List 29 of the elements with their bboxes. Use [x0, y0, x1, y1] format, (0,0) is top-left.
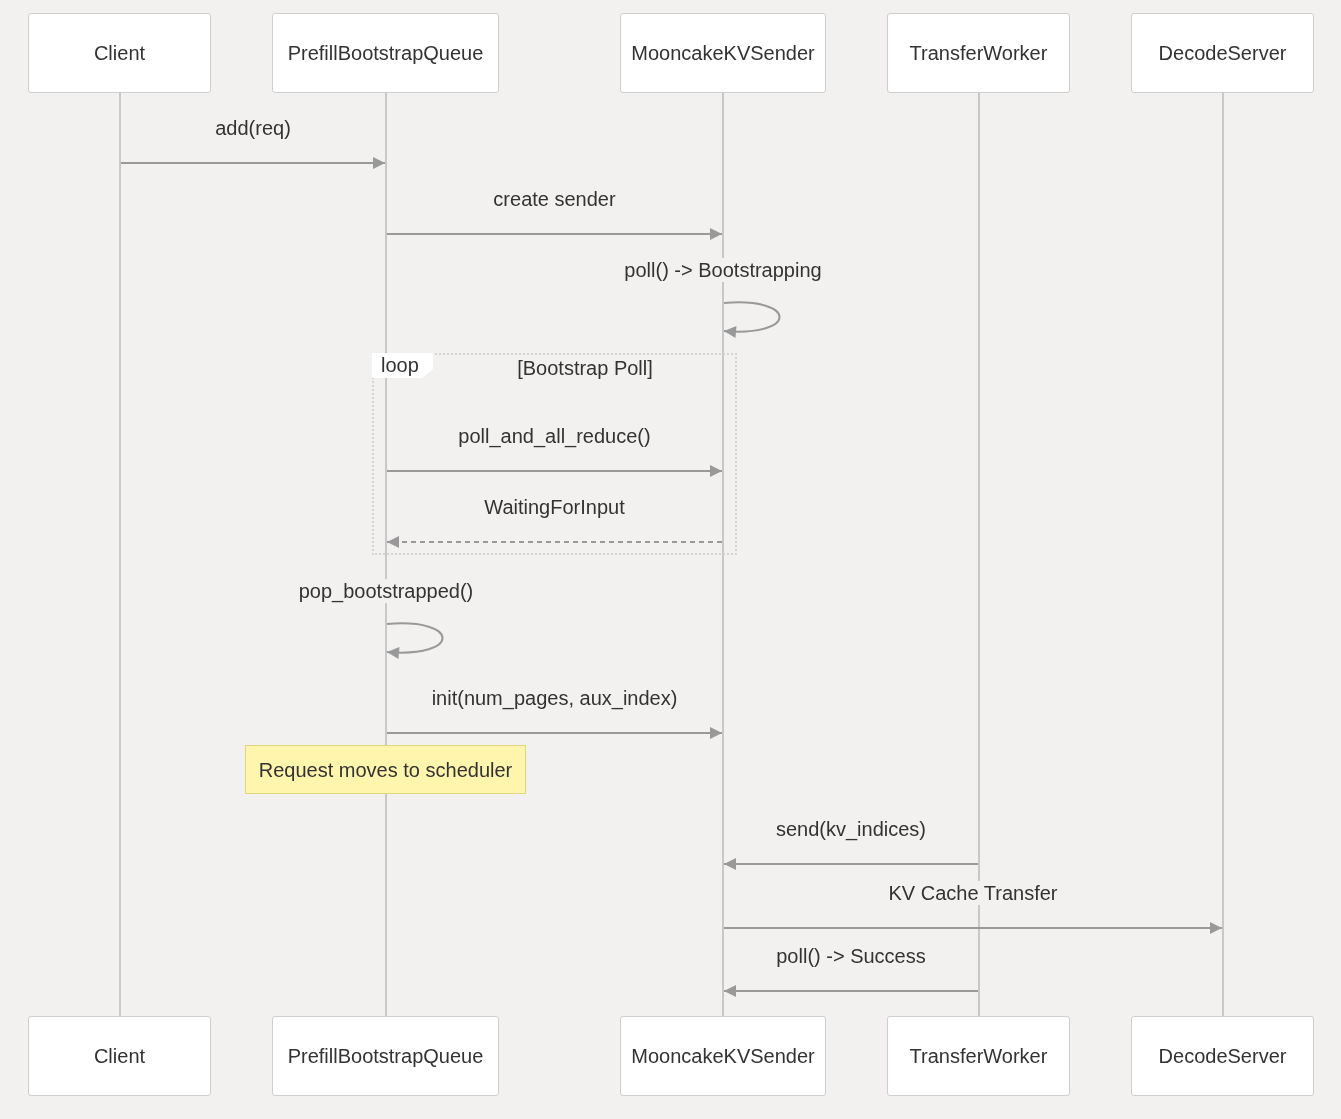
participant-box: DecodeServer — [1131, 1016, 1314, 1096]
participant-box: MooncakeKVSender — [620, 13, 826, 93]
message-arrow — [386, 727, 723, 739]
message-arrow — [723, 985, 979, 997]
self-message-arrow — [723, 301, 781, 338]
message-arrow — [386, 465, 723, 477]
participant-box: Client — [28, 1016, 211, 1096]
lifeline — [119, 93, 121, 1016]
lifeline — [385, 794, 387, 1016]
message-arrow — [723, 858, 979, 870]
message-arrow — [120, 157, 386, 169]
lifeline — [385, 93, 387, 745]
message-arrow — [386, 228, 723, 240]
note: Request moves to scheduler — [245, 745, 526, 794]
participant-box: TransferWorker — [887, 13, 1070, 93]
participant-box: PrefillBootstrapQueue — [272, 1016, 499, 1096]
participant-box: PrefillBootstrapQueue — [272, 13, 499, 93]
lifeline — [1222, 93, 1224, 1016]
self-message-arrow — [386, 622, 444, 659]
loop-label: loop — [372, 353, 433, 378]
participant-box: DecodeServer — [1131, 13, 1314, 93]
lifeline — [978, 93, 980, 1016]
return-arrow — [386, 536, 723, 548]
loop-condition: [Bootstrap Poll] — [517, 356, 653, 380]
participant-box: MooncakeKVSender — [620, 1016, 826, 1096]
message-arrow — [723, 922, 1223, 934]
participant-box: Client — [28, 13, 211, 93]
lifeline — [722, 93, 724, 1016]
participant-box: TransferWorker — [887, 1016, 1070, 1096]
